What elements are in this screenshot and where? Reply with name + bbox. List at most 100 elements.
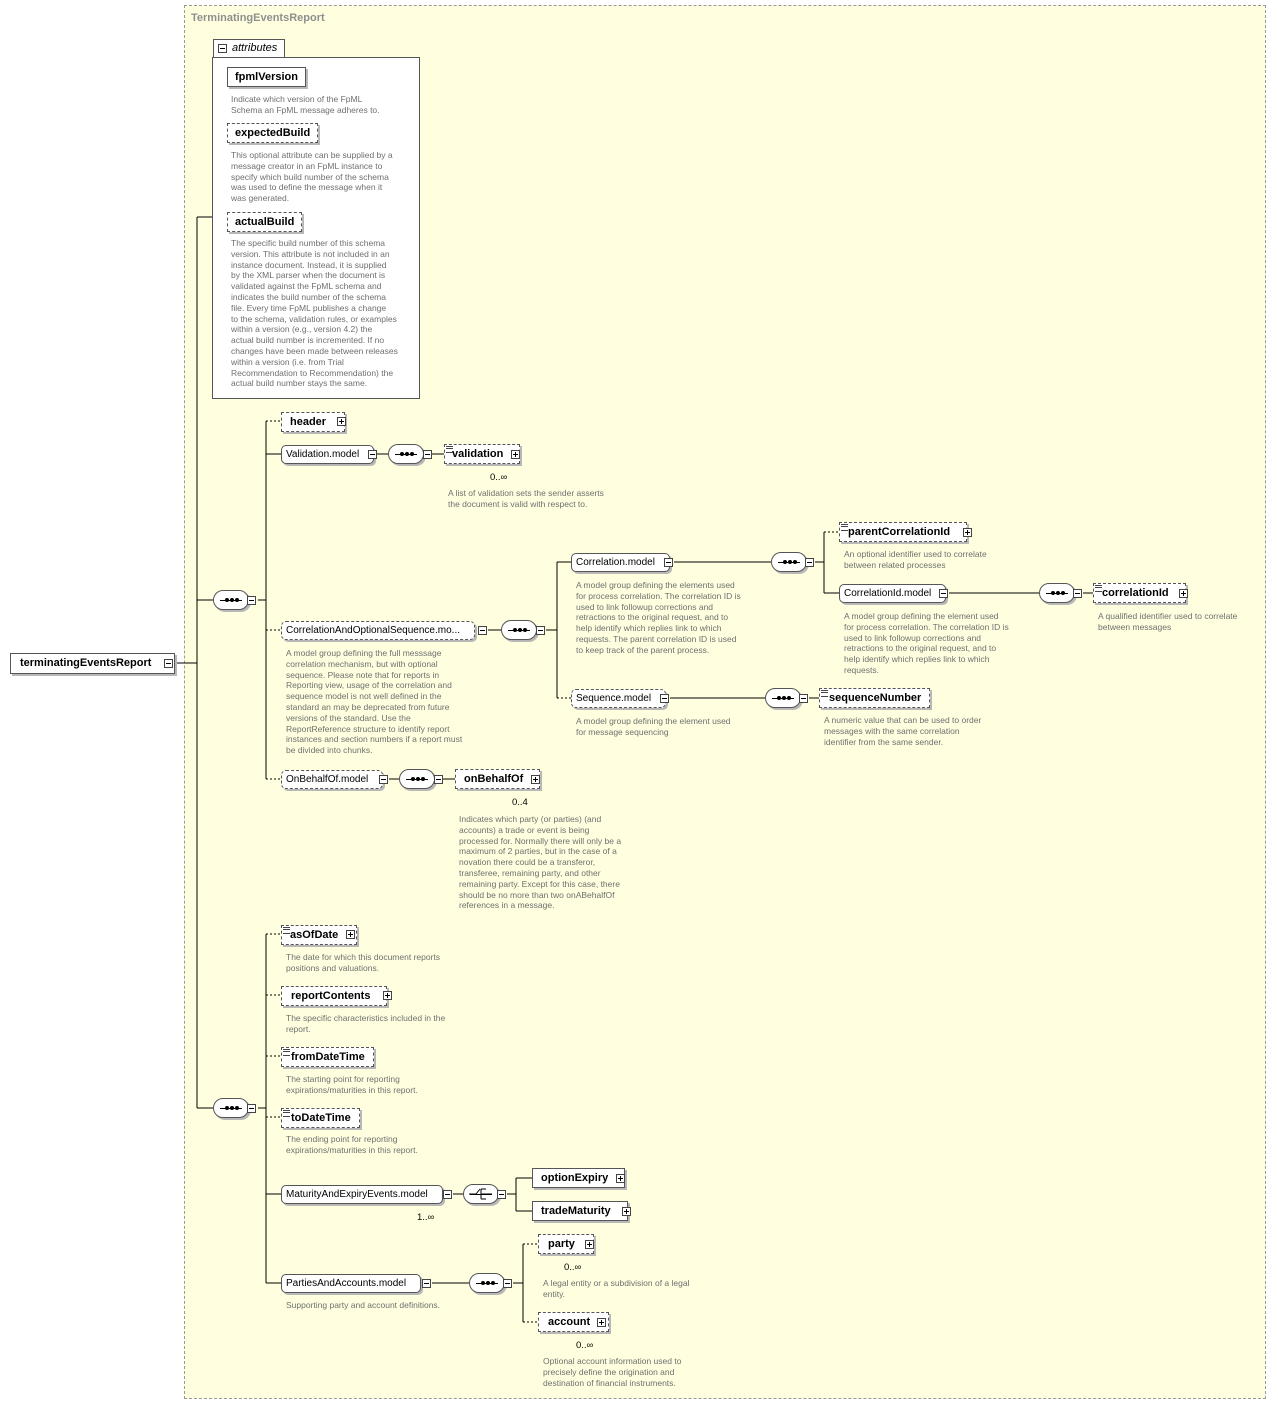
attribute-fpmlVersion[interactable]: fpmlVersion — [227, 67, 306, 87]
element-label: header — [290, 416, 327, 428]
group-parties-and-accounts-model[interactable]: PartiesAndAccounts.model — [281, 1274, 422, 1293]
collapse-icon[interactable] — [1073, 589, 1082, 598]
element-label: validation — [452, 448, 504, 460]
sequence-compositor[interactable] — [765, 688, 801, 708]
group-on-behalf-of-model[interactable]: OnBehalfOf.model — [281, 770, 384, 789]
sequence-compositor[interactable] — [469, 1273, 505, 1293]
collapse-icon[interactable] — [664, 558, 673, 567]
expand-icon[interactable] — [383, 991, 392, 1000]
text-content-icon — [283, 1110, 290, 1117]
sequence-compositor[interactable] — [388, 444, 424, 464]
group-correlation-model[interactable]: Correlation.model — [571, 553, 670, 572]
text-content-icon — [283, 927, 290, 934]
expand-icon[interactable] — [616, 1174, 625, 1183]
collapse-icon[interactable] — [478, 626, 487, 635]
group-label: Validation.model — [286, 449, 360, 460]
collapse-icon[interactable] — [247, 596, 256, 605]
expand-icon[interactable] — [963, 528, 972, 537]
expand-icon[interactable] — [511, 450, 520, 459]
collapse-icon[interactable] — [503, 1279, 512, 1288]
group-description: A model group defining the elements used… — [576, 580, 741, 655]
element-label: reportContents — [291, 990, 371, 1002]
element-correlationId[interactable]: correlationId — [1093, 583, 1186, 603]
collapse-icon[interactable] — [536, 626, 545, 635]
expand-icon[interactable] — [531, 775, 540, 784]
text-content-icon — [1095, 585, 1102, 592]
expand-icon[interactable] — [585, 1240, 594, 1249]
expand-icon[interactable] — [622, 1207, 631, 1216]
group-correlation-id-model[interactable]: CorrelationId.model — [839, 584, 947, 603]
element-description: A numeric value that can be used to orde… — [824, 715, 982, 747]
group-description: A model group defining the element used … — [576, 716, 731, 737]
sequence-compositor[interactable] — [213, 1098, 249, 1118]
collapse-icon[interactable] — [799, 694, 808, 703]
attribute-name: actualBuild — [235, 216, 295, 228]
attribute-name: expectedBuild — [235, 127, 311, 139]
attribute-expectedBuild[interactable]: expectedBuild — [227, 123, 319, 143]
collapse-icon[interactable] — [660, 694, 669, 703]
group-label: MaturityAndExpiryEvents.model — [286, 1189, 428, 1200]
element-label: asOfDate — [290, 929, 339, 941]
collapse-icon[interactable] — [164, 659, 173, 668]
attributes-tab-label: attributes — [232, 42, 278, 54]
group-description: A model group defining the full messsage… — [286, 648, 463, 756]
element-toDateTime[interactable]: toDateTime — [281, 1108, 360, 1128]
group-description: A model group defining the element used … — [844, 611, 1009, 675]
collapse-icon[interactable] — [422, 1279, 431, 1288]
element-tradeMaturity[interactable]: tradeMaturity — [532, 1201, 628, 1221]
element-optionExpiry[interactable]: optionExpiry — [532, 1168, 626, 1188]
sequence-compositor[interactable] — [771, 552, 807, 572]
element-description: The specific characteristics included in… — [286, 1013, 446, 1034]
collapse-icon[interactable] — [379, 775, 388, 784]
group-maturity-and-expiry-events-model[interactable]: MaturityAndExpiryEvents.model — [281, 1185, 443, 1204]
sequence-compositor[interactable] — [399, 769, 435, 789]
collapse-icon[interactable] — [939, 589, 948, 598]
group-label: OnBehalfOf.model — [286, 774, 369, 785]
expand-icon[interactable] — [337, 417, 346, 426]
collapse-icon[interactable] — [443, 1190, 452, 1199]
text-content-icon — [821, 690, 828, 697]
element-sequenceNumber[interactable]: sequenceNumber — [819, 688, 931, 708]
element-party[interactable]: party — [538, 1234, 594, 1254]
element-reportContents[interactable]: reportContents — [281, 986, 388, 1006]
element-onBehalfOf[interactable]: onBehalfOf — [455, 769, 541, 789]
attributes-collapse-icon[interactable] — [218, 44, 227, 53]
group-validation-model[interactable]: Validation.model — [281, 445, 375, 464]
choice-compositor[interactable] — [463, 1184, 499, 1204]
element-label: parentCorrelationId — [848, 526, 951, 538]
expand-icon[interactable] — [1179, 589, 1188, 598]
element-validation[interactable]: validation — [444, 444, 521, 464]
expand-icon[interactable] — [346, 930, 355, 939]
attribute-actualBuild[interactable]: actualBuild — [227, 212, 303, 232]
collapse-icon[interactable] — [434, 775, 443, 784]
element-header[interactable]: header — [281, 412, 346, 432]
element-description: Optional account information used to pre… — [543, 1356, 682, 1388]
element-label: optionExpiry — [541, 1172, 609, 1184]
sequence-compositor[interactable] — [213, 590, 249, 610]
group-label: PartiesAndAccounts.model — [286, 1278, 407, 1289]
group-sequence-model[interactable]: Sequence.model — [571, 689, 667, 708]
element-asOfDate[interactable]: asOfDate — [281, 925, 358, 945]
collapse-icon[interactable] — [423, 450, 432, 459]
sequence-compositor[interactable] — [501, 620, 537, 640]
collapse-icon[interactable] — [497, 1190, 506, 1199]
element-account[interactable]: account — [538, 1312, 610, 1332]
attributes-tab[interactable]: attributes — [213, 39, 285, 58]
attribute-description: The specific build number of this schema… — [231, 238, 398, 389]
group-label: CorrelationId.model — [844, 588, 932, 599]
root-element-terminatingEventsReport[interactable]: terminatingEventsReport — [10, 653, 175, 674]
group-label: Correlation.model — [576, 557, 655, 568]
sequence-compositor[interactable] — [1039, 583, 1075, 603]
element-label: party — [548, 1238, 575, 1250]
expand-icon[interactable] — [597, 1318, 606, 1327]
element-parentCorrelationId[interactable]: parentCorrelationId — [839, 522, 968, 542]
cardinality: 0..∞ — [576, 1340, 594, 1351]
collapse-icon[interactable] — [247, 1104, 256, 1113]
element-fromDateTime[interactable]: fromDateTime — [281, 1047, 374, 1067]
element-label: account — [548, 1316, 591, 1328]
collapse-icon[interactable] — [368, 450, 377, 459]
group-correlation-optional-sequence-model[interactable]: CorrelationAndOptionalSequence.mo... — [281, 621, 475, 640]
collapse-icon[interactable] — [805, 558, 814, 567]
group-label: Sequence.model — [576, 693, 652, 704]
cardinality: 0..4 — [512, 797, 528, 808]
